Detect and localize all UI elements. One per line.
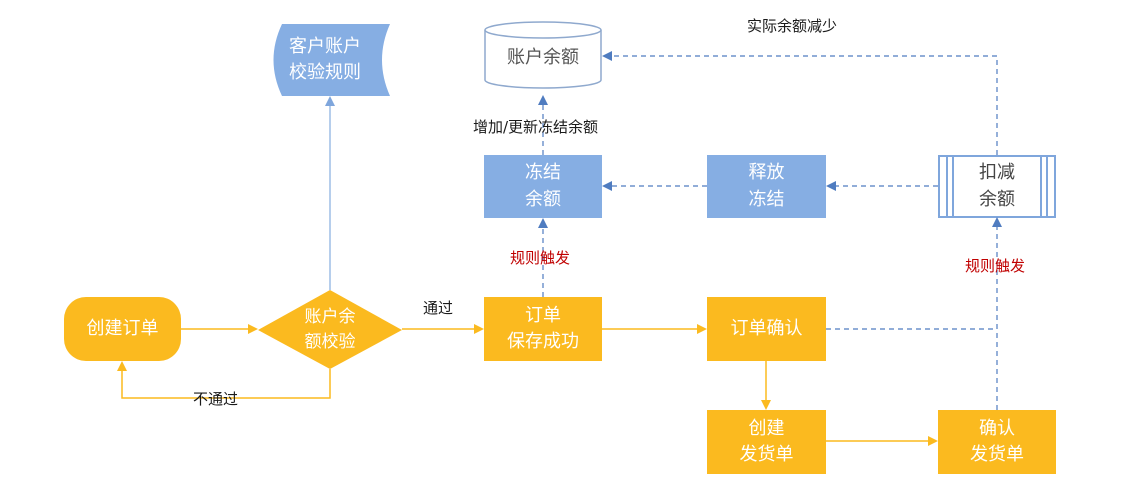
- account-balance-cylinder: [484, 21, 602, 89]
- account-rules-shape: [273, 24, 390, 96]
- node-deduct-balance: 扣减 余额: [979, 162, 1015, 210]
- node-account-rules: 客户账户 校验规则: [289, 35, 361, 83]
- label-fail: 不通过: [193, 390, 239, 408]
- node-order-saved: 订单 保存成功: [484, 297, 602, 361]
- label-actual-decrease: 实际余额减少: [747, 17, 838, 35]
- label-update-freeze: 增加/更新冻结余额: [473, 118, 599, 136]
- label-rule-trigger-2: 规则触发: [965, 257, 1026, 275]
- node-account-balance: 账户余额: [507, 46, 579, 68]
- label-pass: 通过: [423, 299, 454, 317]
- node-confirm-shipping: 确认 发货单: [938, 410, 1056, 474]
- node-create-order: 创建订单: [64, 297, 181, 361]
- balance-check-diamond: [258, 290, 402, 369]
- node-freeze-balance: 冻结 余额: [484, 155, 602, 218]
- edge-deduct-to-balance: [602, 51, 998, 155]
- node-order-confirm: 订单确认: [707, 297, 826, 361]
- node-create-shipping: 创建 发货单: [707, 410, 826, 474]
- edge-check-fail-back: [117, 361, 331, 399]
- node-release-freeze: 释放 冻结: [707, 155, 826, 218]
- node-balance-check: 账户余 额校验: [304, 307, 356, 352]
- label-rule-trigger-1: 规则触发: [510, 249, 571, 267]
